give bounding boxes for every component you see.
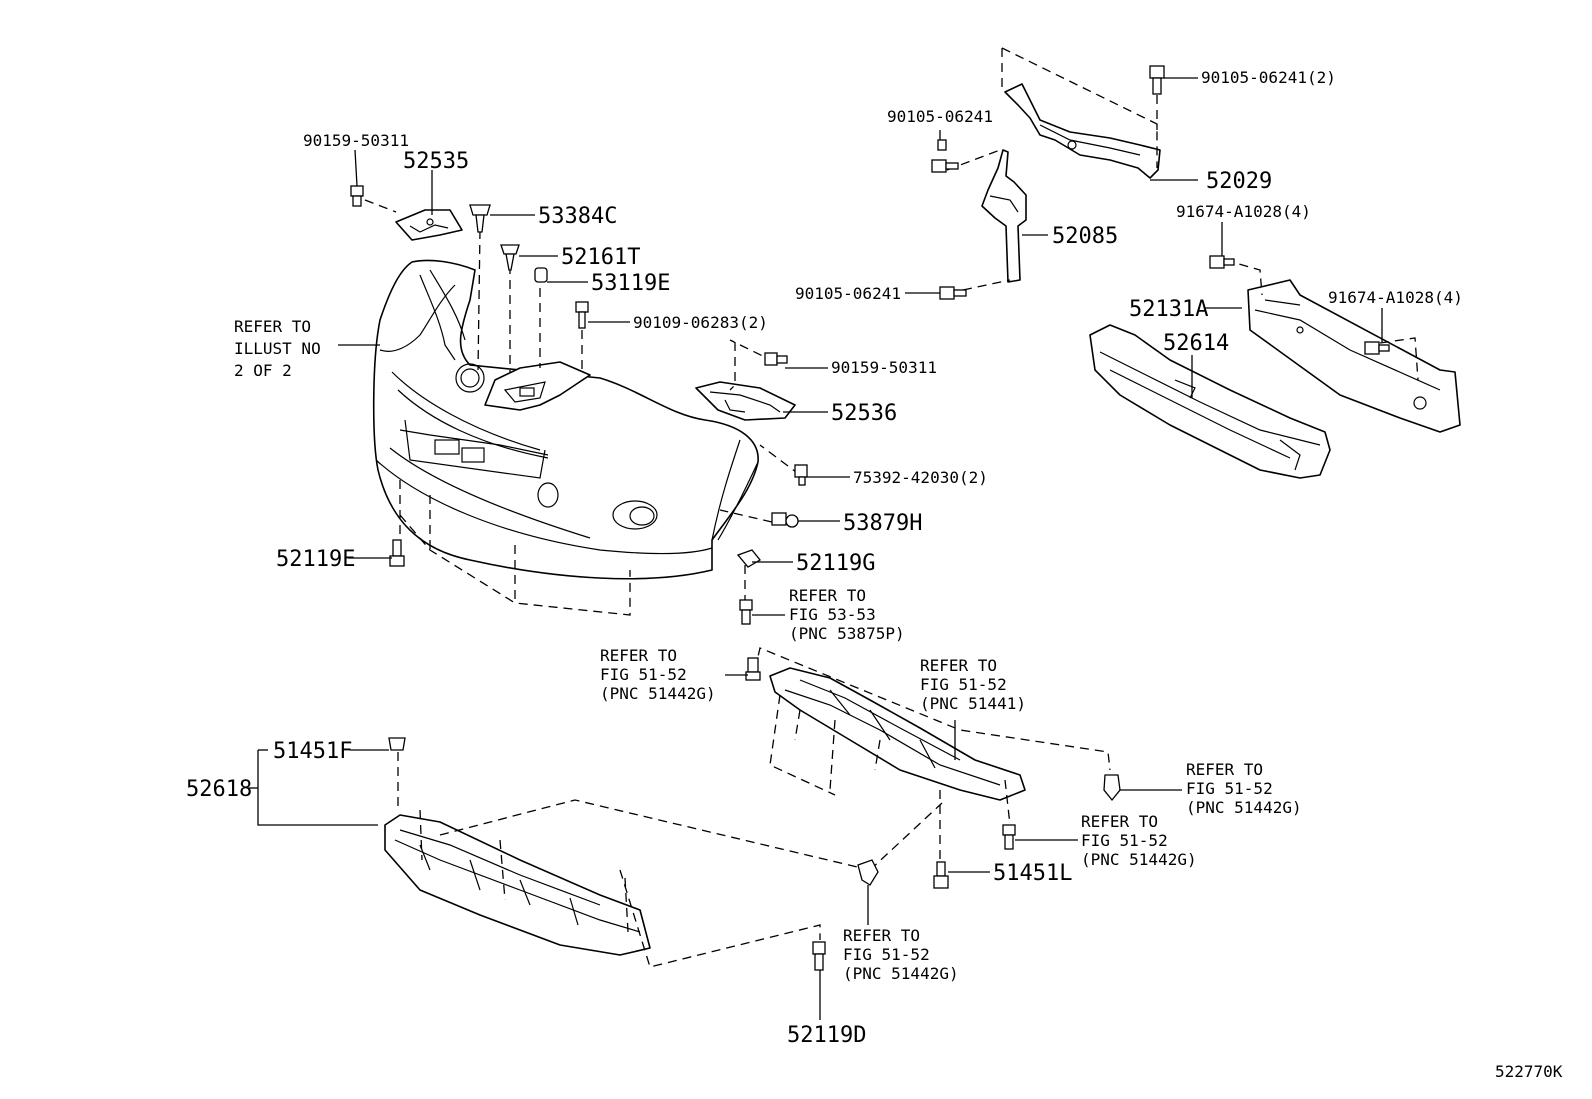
label-53119E: 53119E <box>591 271 670 296</box>
bolt-91674-a <box>1209 255 1235 269</box>
label-52535: 52535 <box>403 149 469 174</box>
svg-text:REFER TO: REFER TO <box>1081 812 1158 831</box>
svg-text:(PNC 51441): (PNC 51441) <box>920 694 1026 713</box>
svg-text:(PNC 51442G): (PNC 51442G) <box>600 684 716 703</box>
label-51451L: 51451L <box>993 861 1072 886</box>
svg-text:REFER TO: REFER TO <box>1186 760 1263 779</box>
refer-fig-51-52-note-c: REFER TO FIG 51-52 (PNC 51442G) <box>1186 760 1302 817</box>
label-52614: 52614 <box>1163 331 1229 356</box>
retainer-52536[interactable] <box>695 381 796 421</box>
clip-53119E <box>534 267 548 283</box>
screw-refer-51442G-a <box>745 657 761 681</box>
label-90159-50311-b: 90159-50311 <box>831 358 937 377</box>
bolt-91674-b <box>1364 341 1390 355</box>
upper-bracket[interactable] <box>484 361 591 411</box>
label-90105-06241-c: 90105-06241 <box>795 284 901 303</box>
label-90105-06241-b: 90105-06241 <box>887 107 993 126</box>
clip-51451F <box>388 737 406 751</box>
retainer-52535[interactable] <box>395 209 463 241</box>
leader-lines <box>248 77 1383 1020</box>
svg-text:(PNC 51442G): (PNC 51442G) <box>1186 798 1302 817</box>
bolt-90105-06241-a <box>1149 65 1165 95</box>
label-52085: 52085 <box>1052 224 1118 249</box>
refer-fig-51-52-note-a: REFER TO FIG 51-52 (PNC 51442G) <box>600 646 716 703</box>
svg-text:FIG 53-53: FIG 53-53 <box>789 605 876 624</box>
bolt-90105-06241-c <box>939 286 967 300</box>
label-52161T: 52161T <box>561 245 640 270</box>
clip-refer-51442G-d <box>857 859 879 886</box>
label-90105-06241-a: 90105-06241(2) <box>1201 68 1336 87</box>
refer-fig-53-53-note: REFER TO FIG 53-53 (PNC 53875P) <box>789 586 905 643</box>
clip-75392-42030 <box>794 464 808 486</box>
screw-52119D <box>812 941 826 971</box>
refer-fig-51-52-note-b: REFER TO FIG 51-52 (PNC 51441) <box>920 656 1026 713</box>
fasteners <box>350 65 1390 971</box>
clip-52119G <box>736 549 761 568</box>
clip-52161T <box>500 244 520 271</box>
svg-text:FIG 51-52: FIG 51-52 <box>600 665 687 684</box>
screw-refer-53875P <box>739 599 753 625</box>
svg-text:REFER TO: REFER TO <box>234 317 311 336</box>
label-51451F: 51451F <box>273 739 352 764</box>
label-52119G: 52119G <box>796 551 875 576</box>
screw-90109-06283 <box>575 301 589 329</box>
svg-text:REFER TO: REFER TO <box>789 586 866 605</box>
svg-text:(PNC 51442G): (PNC 51442G) <box>843 964 959 983</box>
label-52618: 52618 <box>186 777 252 802</box>
label-91674-a: 91674-A1028(4) <box>1176 202 1311 221</box>
svg-text:2 OF 2: 2 OF 2 <box>234 361 292 380</box>
clip-53384C <box>469 204 491 233</box>
clip-refer-51442G-b <box>1103 774 1121 802</box>
svg-text:(PNC 53875P): (PNC 53875P) <box>789 624 905 643</box>
svg-text:REFER TO: REFER TO <box>843 926 920 945</box>
svg-text:FIG 51-52: FIG 51-52 <box>1081 831 1168 850</box>
refer-illust-note: REFER TO ILLUST NO 2 OF 2 <box>234 317 321 380</box>
label-52119E: 52119E <box>276 547 355 572</box>
bracket-52029[interactable] <box>1004 83 1161 179</box>
bracket-52085[interactable] <box>981 149 1027 283</box>
assembly-lines <box>364 47 1419 968</box>
label-90159-50311-a: 90159-50311 <box>303 131 409 150</box>
svg-text:FIG 51-52: FIG 51-52 <box>920 675 1007 694</box>
label-53384C: 53384C <box>538 204 617 229</box>
refer-fig-51-52-note-d: REFER TO FIG 51-52 (PNC 51442G) <box>1081 812 1197 869</box>
svg-text:FIG 51-52: FIG 51-52 <box>1186 779 1273 798</box>
label-52119D: 52119D <box>787 1023 866 1048</box>
svg-text:REFER TO: REFER TO <box>920 656 997 675</box>
absorber-52614[interactable] <box>1089 324 1331 479</box>
refer-fig-51-52-note-e: REFER TO FIG 51-52 (PNC 51442G) <box>843 926 959 983</box>
nut-53879H <box>771 512 799 528</box>
under-cover-51441[interactable] <box>769 667 1026 801</box>
reinforcement-52131A[interactable] <box>1247 279 1461 433</box>
svg-text:FIG 51-52: FIG 51-52 <box>843 945 930 964</box>
part-labels: 90159-50311 52535 53384C 52161T 53119E 9… <box>186 68 1563 1081</box>
screw-51451L <box>933 861 949 889</box>
bolt-90159-50311-b <box>764 352 788 366</box>
under-cover-52618[interactable] <box>384 814 651 956</box>
label-90109-06283: 90109-06283(2) <box>633 313 768 332</box>
label-75392-42030: 75392-42030(2) <box>853 468 988 487</box>
screw-refer-51442G-c <box>1002 824 1016 850</box>
svg-text:ILLUST NO: ILLUST NO <box>234 339 321 358</box>
svg-text:(PNC 51442G): (PNC 51442G) <box>1081 850 1197 869</box>
svg-text:REFER TO: REFER TO <box>600 646 677 665</box>
screw-52119E <box>389 539 405 567</box>
bumper-cover[interactable] <box>372 259 759 580</box>
label-52029: 52029 <box>1206 169 1272 194</box>
label-52536: 52536 <box>831 401 897 426</box>
refer-notes: REFER TO ILLUST NO 2 OF 2 REFER TO FIG 5… <box>234 317 1302 983</box>
bolt-90159-50311-a <box>350 185 364 207</box>
label-91674-b: 91674-A1028(4) <box>1328 288 1463 307</box>
label-53879H: 53879H <box>843 511 922 536</box>
bolt-90105-06241-b <box>931 139 959 173</box>
label-52131A: 52131A <box>1129 297 1208 322</box>
figure-code: 522770K <box>1495 1062 1563 1081</box>
